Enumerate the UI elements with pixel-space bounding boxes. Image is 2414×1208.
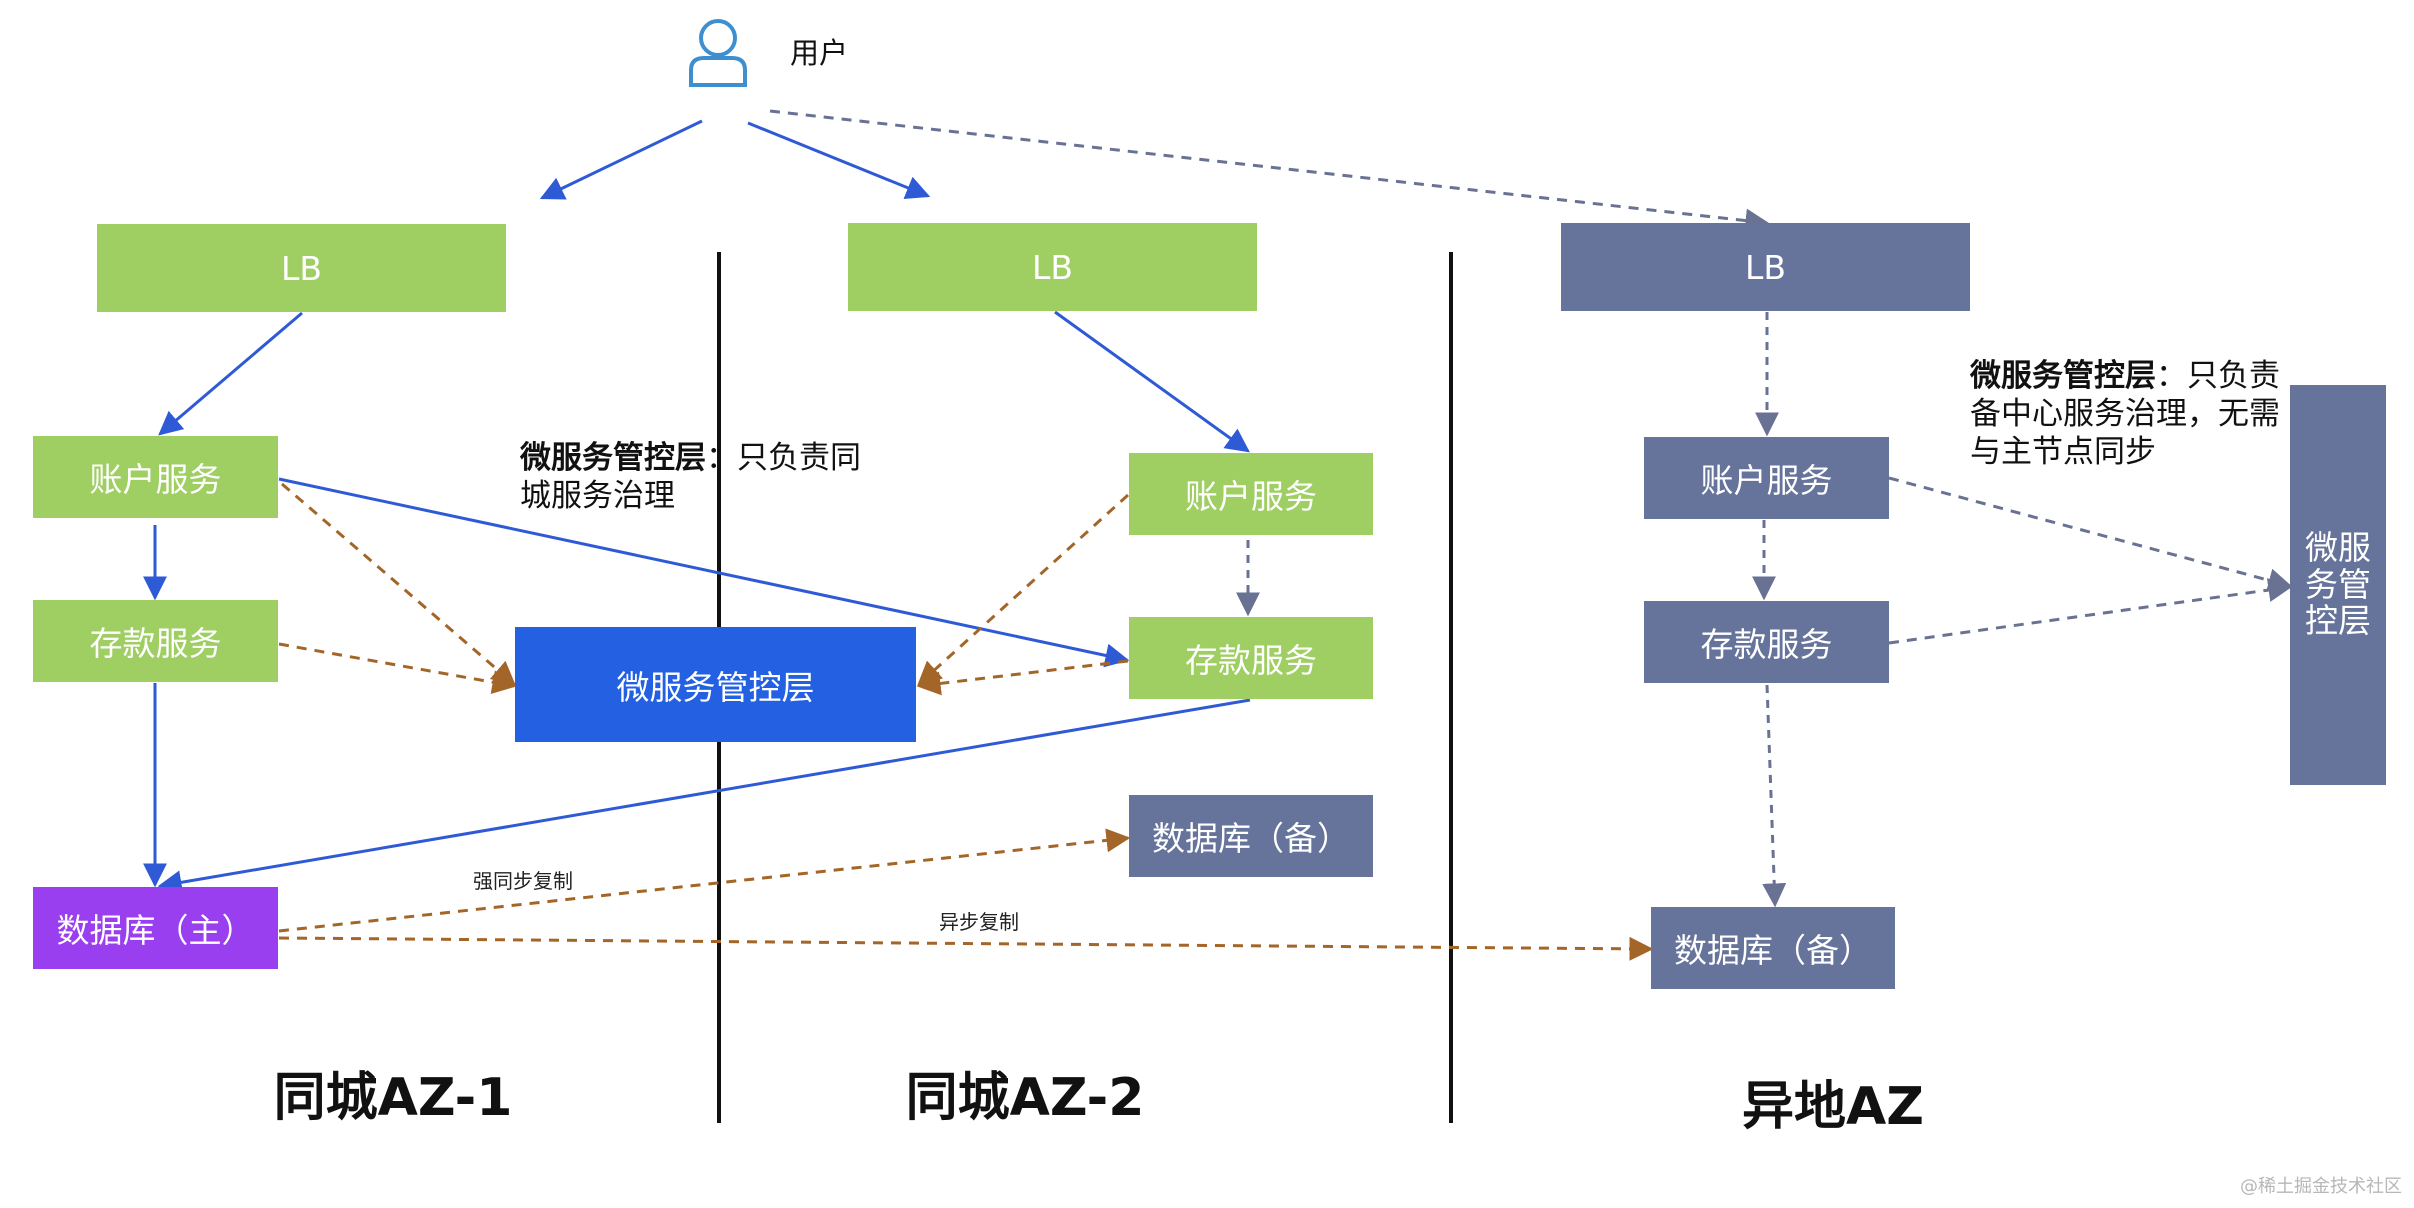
same-city-note-title: 微服务管控层 <box>520 440 706 476</box>
arrow-remote-account-to-control <box>1888 476 2293 592</box>
remote-lb: LB <box>1561 223 1970 311</box>
user-label: 用户 <box>790 36 849 70</box>
remote-control-plane: 微服务管控层 <box>2290 385 2386 785</box>
arrow-az2-deposit-to-az1-db <box>157 698 1251 895</box>
zone-title-az1: 同城AZ-1 <box>273 1068 513 1128</box>
az1-lb: LB <box>97 224 506 312</box>
arrow-user-to-az2-lb <box>747 121 931 200</box>
az2-account-service: 账户服务 <box>1129 453 1373 535</box>
arrow-az1-lb-to-account <box>158 311 303 436</box>
arrow-az1-account-to-control <box>281 482 516 686</box>
remote-note-title: 微服务管控层 <box>1970 358 2156 394</box>
arrow-user-to-az1-lb <box>539 119 703 200</box>
remote-account-service: 账户服务 <box>1644 437 1889 519</box>
az1-account-service: 账户服务 <box>33 436 278 518</box>
arrow-user-to-remote-lb <box>769 109 1770 233</box>
az1-primary-database: 数据库（主） <box>33 887 278 969</box>
az1-deposit-service: 存款服务 <box>33 600 278 682</box>
async-replication-label: 异步复制 <box>939 910 1019 934</box>
remote-deposit-service: 存款服务 <box>1644 601 1889 683</box>
microservice-control-plane: 微服务管控层 <box>515 627 916 742</box>
zone-title-remote: 异地AZ <box>1742 1077 1924 1137</box>
remote-standby-database: 数据库（备） <box>1651 907 1895 989</box>
arrow-az1-account-to-az2-deposit <box>278 477 1130 668</box>
arrow-remote-deposit-to-db <box>1762 684 1787 908</box>
az2-lb: LB <box>848 223 1257 311</box>
az2-deposit-service: 存款服务 <box>1129 617 1373 699</box>
az2-standby-database: 数据库（备） <box>1129 795 1373 877</box>
arrow-az2-lb-to-account <box>1054 310 1250 453</box>
arrow-sync-replication <box>278 828 1131 933</box>
zone-title-az2: 同城AZ-2 <box>905 1068 1145 1128</box>
user-icon <box>689 19 747 87</box>
watermark: @稀土掘金技术社区 <box>2240 1176 2402 1197</box>
arrow-az2-account-to-control <box>917 493 1130 686</box>
arrow-az1-deposit-to-control <box>278 642 517 695</box>
sync-replication-label: 强同步复制 <box>473 869 573 893</box>
remote-control-note: 微服务管控层：只负责备中心服务治理，无需与主节点同步 <box>1970 358 2285 471</box>
arrow-remote-deposit-to-control <box>1888 578 2293 645</box>
same-city-note-text: ：只负责同城服务治理 <box>520 440 861 514</box>
remote-note-text: ：只负责备中心服务治理，无需与主节点同步 <box>1970 358 2280 470</box>
arrow-async-replication <box>278 936 1654 961</box>
arrow-az2-deposit-to-control <box>916 659 1129 696</box>
same-city-control-note: 微服务管控层：只负责同城服务治理 <box>520 440 870 516</box>
